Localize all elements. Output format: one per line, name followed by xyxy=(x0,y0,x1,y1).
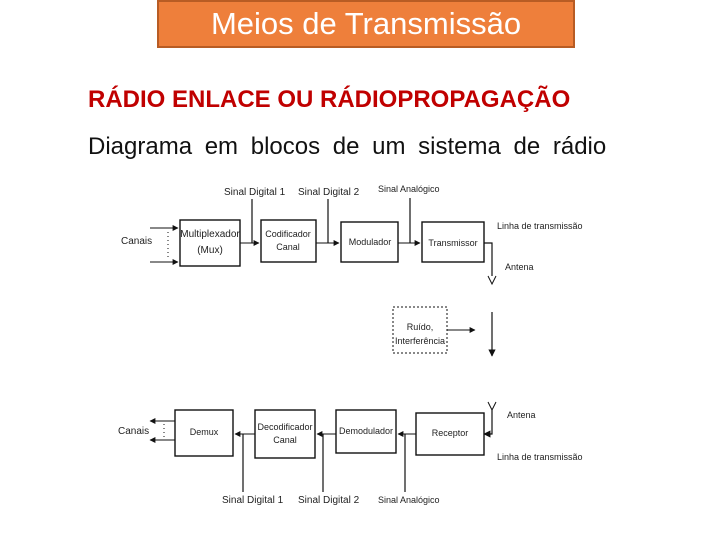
top-signal-digital2-label: Sinal Digital 2 xyxy=(298,187,360,198)
mux-block xyxy=(179,219,241,267)
encoder-label-line2: Canal xyxy=(276,242,300,252)
encoder-label-line1: Codificador xyxy=(265,229,311,239)
decoder-label-line2: Canal xyxy=(273,435,297,445)
demodulator-label: Demodulador xyxy=(339,426,393,436)
rx-antenna-icon xyxy=(487,401,497,412)
mux-label-line2: (Mux) xyxy=(197,245,223,256)
demux-block xyxy=(174,409,234,457)
tx-channels-label: Canais xyxy=(121,236,152,247)
rx-antenna-label: Antena xyxy=(507,410,536,420)
slide-title: Meios de Transmissão xyxy=(210,6,522,41)
top-signal-digital1-label: Sinal Digital 1 xyxy=(224,187,286,198)
receiver-label: Receptor xyxy=(432,428,469,438)
encoder-block xyxy=(260,219,317,263)
tx-antenna-label: Antena xyxy=(505,262,534,272)
slide-subtitle: RÁDIO ENLACE OU RÁDIOPROPAGAÇÃO xyxy=(88,86,571,113)
demodulator-block xyxy=(335,409,397,454)
mux-label-line1: Multiplexador xyxy=(180,229,240,240)
tx-transmission-line xyxy=(484,242,493,276)
noise-label-line1: Ruído, xyxy=(407,322,434,332)
rx-transmission-line xyxy=(483,410,493,438)
rx-channels-label: Canais xyxy=(118,426,149,437)
decoder-label-line1: Decodificador xyxy=(257,422,312,432)
tx-antenna-icon xyxy=(487,275,497,286)
bottom-signal-digital1-label: Sinal Digital 1 xyxy=(222,495,284,506)
decoder-block xyxy=(254,409,316,459)
slide-title-box: Meios de Transmissão xyxy=(157,0,575,48)
transmitter-block xyxy=(421,221,485,263)
modulator-block xyxy=(340,221,399,263)
bottom-signal-analog-label: Sinal Analógico xyxy=(378,495,440,505)
demux-label: Demux xyxy=(190,427,219,437)
noise-label-line2: Interferência xyxy=(395,336,445,346)
transmitter-label: Transmissor xyxy=(428,238,477,248)
rx-line-label: Linha de transmissão xyxy=(497,452,583,462)
modulator-label: Modulador xyxy=(349,237,392,247)
top-signal-analog-label: Sinal Analógico xyxy=(378,184,440,194)
slide-caption: Diagrama em blocos de um sistema de rádi… xyxy=(88,133,607,160)
tx-line-label: Linha de transmissão xyxy=(497,221,583,231)
bottom-signal-digital2-label: Sinal Digital 2 xyxy=(298,495,360,506)
